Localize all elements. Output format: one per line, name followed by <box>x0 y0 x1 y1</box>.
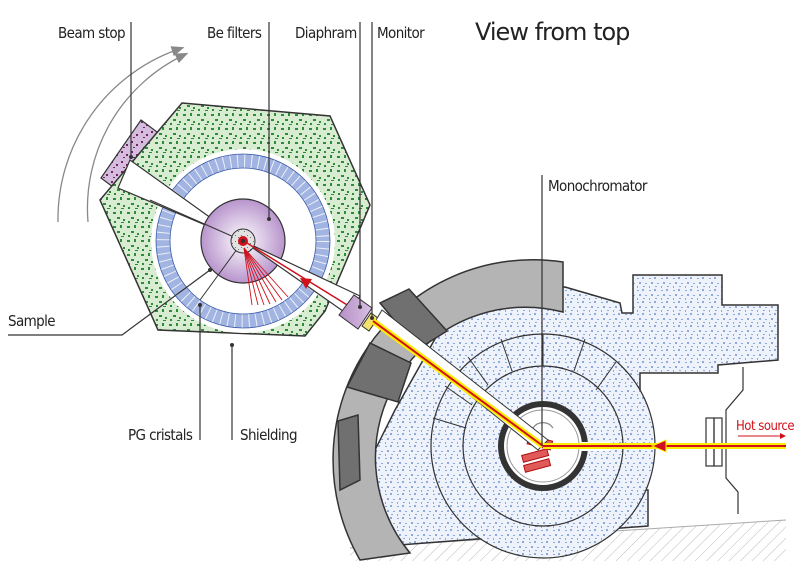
neutron-beam <box>371 309 786 453</box>
label-pg-cristals: PG cristals <box>128 426 193 444</box>
label-monochromator: Monochromator <box>548 177 648 195</box>
label-be-filters: Be filters <box>207 24 262 42</box>
secondary-spectrometer <box>57 46 379 337</box>
label-diaphram: Diaphram <box>295 24 357 42</box>
hot-source-housing <box>705 367 744 514</box>
label-shielding: Shielding <box>240 426 297 444</box>
diagram-title: View from top <box>475 18 629 46</box>
label-beam-stop: Beam stop <box>58 24 125 42</box>
shield-blocks <box>337 288 449 492</box>
label-hot-source: Hot source <box>736 419 794 434</box>
label-sample: Sample <box>8 312 55 330</box>
leader-lines <box>8 22 543 446</box>
label-monitor: Monitor <box>377 24 425 42</box>
